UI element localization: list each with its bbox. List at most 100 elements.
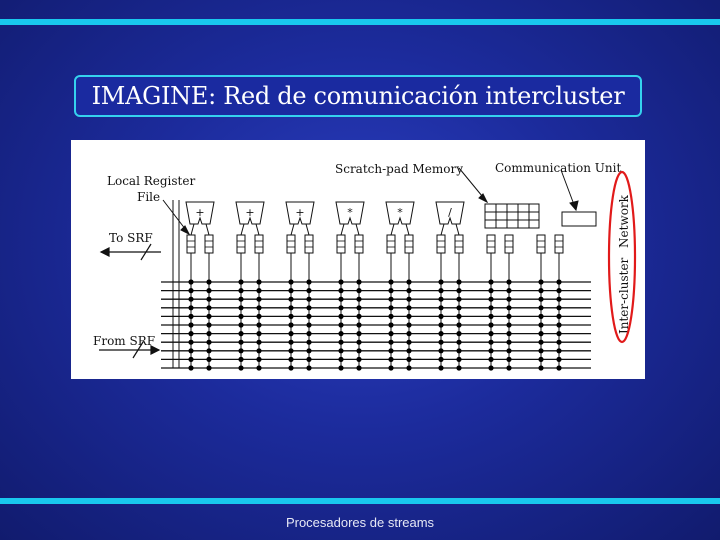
crosspoint-dot xyxy=(188,365,194,371)
crosspoint-dot xyxy=(406,365,412,371)
crosspoint-dot xyxy=(488,279,494,285)
crosspoint-dot xyxy=(288,296,294,302)
crosspoint-dot xyxy=(206,305,212,311)
crosspoint-dot xyxy=(388,356,394,362)
crosspoint-dot xyxy=(556,296,562,302)
crosspoint-dot xyxy=(206,313,212,319)
crosspoint-dot xyxy=(538,288,544,294)
scratch-pad-memory-block xyxy=(484,203,540,229)
crosspoint-dot xyxy=(356,313,362,319)
register-file xyxy=(254,234,264,254)
crosspoint-dot xyxy=(438,313,444,319)
crosspoint-dot xyxy=(356,322,362,328)
crosspoint-dot xyxy=(556,288,562,294)
crosspoint-dot xyxy=(388,305,394,311)
crosspoint-dot xyxy=(506,365,512,371)
crosspoint-dot xyxy=(438,305,444,311)
crosspoint-dot xyxy=(256,339,262,345)
crosspoint-dot xyxy=(456,365,462,371)
crosspoint-dot xyxy=(456,322,462,328)
crosspoint-dot xyxy=(388,339,394,345)
top-accent-bar xyxy=(0,19,720,25)
crosspoint-dot xyxy=(506,331,512,337)
crosspoint-dot xyxy=(438,279,444,285)
crosspoint-dot xyxy=(356,356,362,362)
crosspoint-dot xyxy=(238,356,244,362)
crosspoint-dot xyxy=(338,356,344,362)
crosspoint-dot xyxy=(388,331,394,337)
crosspoint-dot xyxy=(238,331,244,337)
crosspoint-dot xyxy=(556,313,562,319)
crosspoint-dot xyxy=(238,365,244,371)
crosspoint-dot xyxy=(538,313,544,319)
crosspoint-dot xyxy=(488,348,494,354)
crosspoint-dot xyxy=(456,279,462,285)
crosspoint-dot xyxy=(338,339,344,345)
crosspoint-dot xyxy=(488,365,494,371)
crosspoint-dot xyxy=(288,365,294,371)
crosspoint-dot xyxy=(456,356,462,362)
alu-unit: + xyxy=(235,201,265,236)
crosspoint-dot xyxy=(488,356,494,362)
functional-units: +++**/ xyxy=(185,201,465,236)
crosspoint-dot xyxy=(338,288,344,294)
crosspoint-dot xyxy=(506,288,512,294)
crosspoint-dot xyxy=(188,356,194,362)
alu-op-label: + xyxy=(295,206,304,219)
register-file xyxy=(536,234,546,254)
crosspoint-dot xyxy=(188,305,194,311)
scratch-pad-memory-label: Scratch-pad Memory xyxy=(335,162,463,176)
crosspoint-dot xyxy=(456,296,462,302)
crosspoint-dot xyxy=(438,365,444,371)
crosspoint-dot xyxy=(256,279,262,285)
crosspoint-dot xyxy=(206,331,212,337)
crosspoint-dot xyxy=(238,305,244,311)
crosspoint-dot xyxy=(306,313,312,319)
crosspoint-dot xyxy=(356,305,362,311)
crosspoint-dot xyxy=(406,313,412,319)
crosspoint-dot xyxy=(488,296,494,302)
crosspoint-dot xyxy=(388,348,394,354)
crosspoint-dot xyxy=(438,322,444,328)
crosspoint-dot xyxy=(538,296,544,302)
crosspoint-dot xyxy=(338,313,344,319)
crosspoint-dot xyxy=(538,279,544,285)
crosspoint-dot xyxy=(206,356,212,362)
crosspoint-dot xyxy=(406,339,412,345)
crosspoint-dot xyxy=(306,322,312,328)
crosspoint-dot xyxy=(388,279,394,285)
crosspoint-dot xyxy=(488,288,494,294)
local-register-label-line1: Local Register xyxy=(107,174,195,188)
crosspoint-dot xyxy=(238,279,244,285)
crosspoint-dot xyxy=(406,288,412,294)
crosspoint-dot xyxy=(188,322,194,328)
crosspoint-dot xyxy=(256,365,262,371)
crosspoint-dot xyxy=(438,296,444,302)
crosspoint-dot xyxy=(456,305,462,311)
crosspoint-dot xyxy=(288,331,294,337)
crosspoint-dot xyxy=(538,365,544,371)
crosspoint-dot xyxy=(256,296,262,302)
network-highlight-ellipse xyxy=(607,170,637,344)
crosspoint-dot xyxy=(306,331,312,337)
crosspoint-dot xyxy=(306,348,312,354)
register-file xyxy=(386,234,396,254)
register-file xyxy=(236,234,246,254)
crosspoint-dot xyxy=(356,348,362,354)
crosspoint-dot xyxy=(256,305,262,311)
crosspoint-dot xyxy=(438,356,444,362)
local-register-pointer xyxy=(162,199,191,236)
crosspoint-dot xyxy=(288,288,294,294)
crosspoint-dot xyxy=(506,305,512,311)
crosspoint-dot xyxy=(256,348,262,354)
crosspoint-dot xyxy=(538,356,544,362)
crosspoint-dot xyxy=(388,322,394,328)
crosspoint-dot xyxy=(388,313,394,319)
communication-unit-label: Communication Unit xyxy=(495,161,621,175)
crosspoint-dot xyxy=(456,313,462,319)
crosspoint-dot xyxy=(306,365,312,371)
crosspoint-dot xyxy=(188,348,194,354)
crosspoint-dot xyxy=(188,296,194,302)
crosspoint-dot xyxy=(238,339,244,345)
crosspoint-dot xyxy=(206,288,212,294)
